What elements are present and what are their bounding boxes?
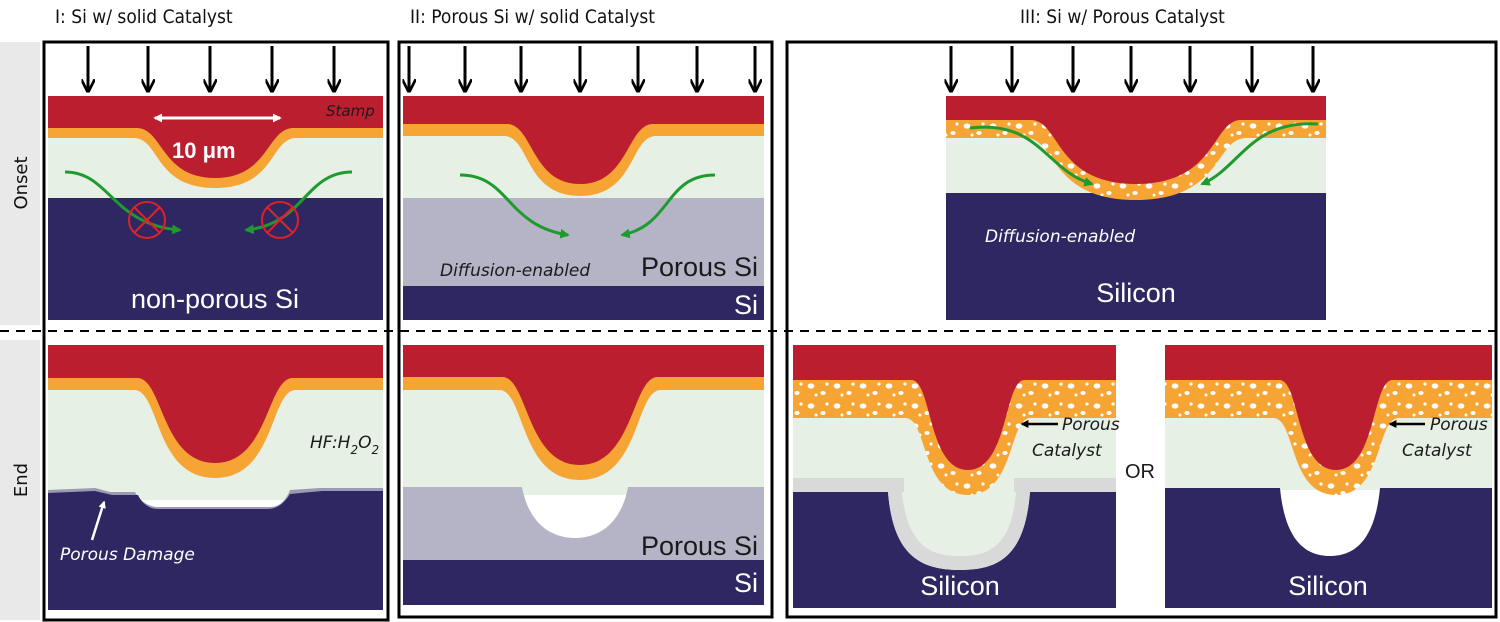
porous-label: Porous bbox=[1430, 415, 1488, 435]
panel-3-frame bbox=[785, 40, 1498, 619]
diffusion-arrow bbox=[64, 170, 182, 235]
panel-1-onset: 10 μm Stamp non-porous Si bbox=[48, 46, 383, 320]
panel-3-end-option-a: Porous Catalyst Silicon bbox=[793, 345, 1120, 608]
stamp-layer bbox=[48, 96, 383, 178]
porous-si-label: Porous Si bbox=[641, 252, 758, 282]
onset-label: Onset bbox=[11, 156, 32, 209]
porous-si-label: Porous Si bbox=[641, 531, 758, 561]
scale-label: 10 μm bbox=[172, 138, 236, 163]
blocked-icon bbox=[128, 201, 166, 239]
diffusion-enabled-label: Diffusion-enabled bbox=[985, 227, 1135, 247]
blocked-icon bbox=[261, 201, 299, 239]
si-layer bbox=[403, 286, 764, 320]
catalyst-label: Catalyst bbox=[1402, 441, 1473, 461]
silicon-layer bbox=[48, 491, 383, 610]
si-label: Si bbox=[734, 290, 758, 320]
panel-1-end: HF:H2O2 Porous Damage bbox=[48, 345, 383, 610]
silicon-label: Silicon bbox=[1096, 278, 1176, 308]
silicon-label: Silicon bbox=[920, 571, 1000, 601]
or-label: OR bbox=[1125, 461, 1155, 483]
porous-damage-arrow bbox=[90, 500, 106, 541]
diffusion-arrow bbox=[620, 173, 716, 239]
diffusion-arrow bbox=[459, 173, 570, 239]
porous-si-layer bbox=[403, 198, 764, 288]
panel-3-title: III: Si w/ Porous Catalyst bbox=[1020, 6, 1225, 28]
panel-2-title: II: Porous Si w/ solid Catalyst bbox=[410, 6, 655, 28]
panel-3-end-option-b: Porous Catalyst Silicon bbox=[1165, 345, 1492, 608]
end-label: End bbox=[11, 463, 32, 497]
panel-2-end: Porous Si Si bbox=[403, 345, 764, 605]
panel-2-frame bbox=[397, 40, 774, 619]
si-label: Si bbox=[734, 568, 758, 598]
diffusion-arrow bbox=[969, 125, 1094, 187]
diffusion-enabled-label: Diffusion-enabled bbox=[440, 261, 590, 281]
row-label-end: End bbox=[0, 340, 40, 620]
porous-label: Porous bbox=[1062, 415, 1120, 435]
diffusion-arrow bbox=[1200, 122, 1319, 186]
porous-damage-label: Porous Damage bbox=[60, 545, 195, 565]
row-label-onset: Onset bbox=[0, 42, 40, 325]
catalyst-label: Catalyst bbox=[1032, 441, 1103, 461]
panel-1-title: I: Si w/ solid Catalyst bbox=[55, 6, 233, 28]
non-porous-si-layer bbox=[48, 198, 383, 320]
panel-3-onset: Diffusion-enabled Silicon bbox=[946, 46, 1326, 320]
silicon-label: Silicon bbox=[1288, 571, 1368, 601]
non-porous-si-label: non-porous Si bbox=[131, 284, 299, 314]
stamp-label: Stamp bbox=[326, 102, 375, 120]
etchant-label: HF:H2O2 bbox=[310, 433, 379, 457]
silicon-layer bbox=[946, 193, 1326, 320]
panel-2-onset: Diffusion-enabled Porous Si Si bbox=[403, 46, 764, 320]
